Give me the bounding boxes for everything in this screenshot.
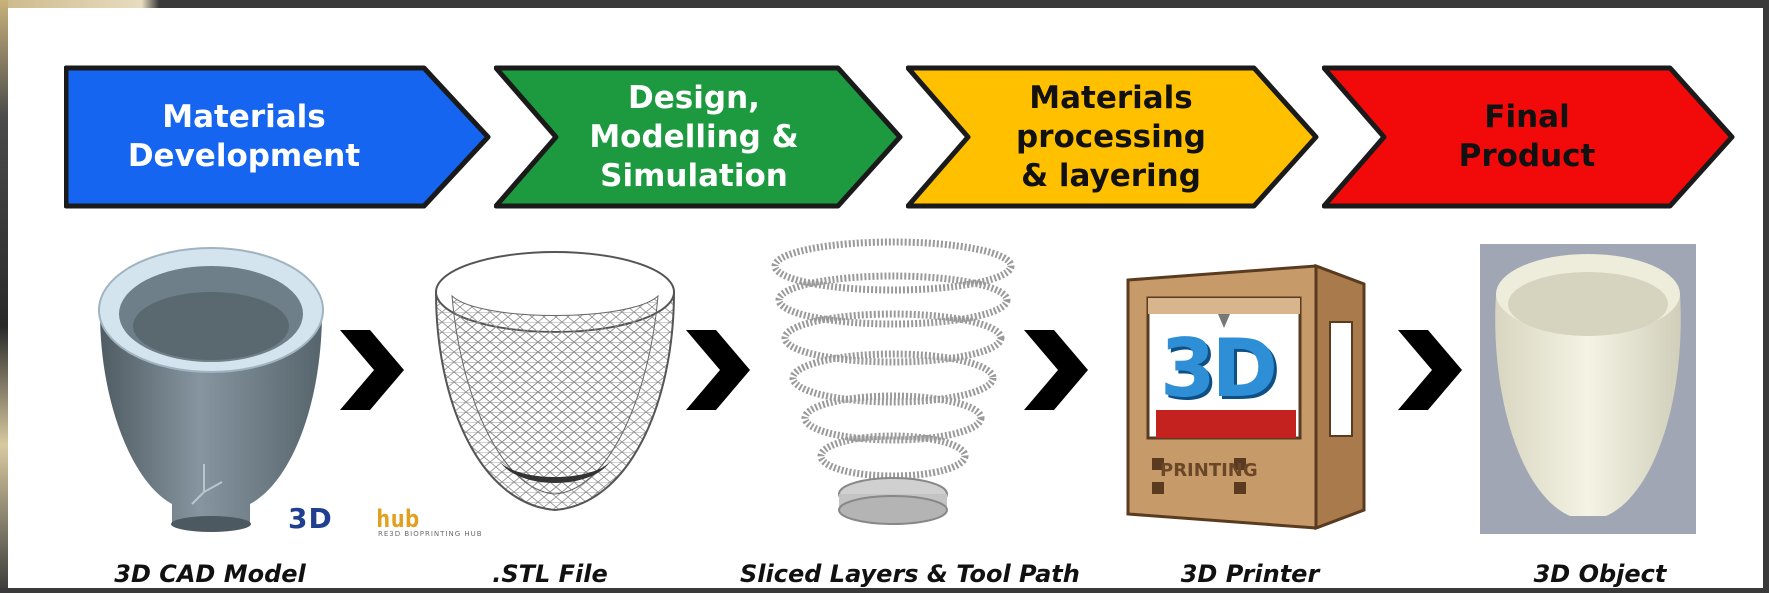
step-chevron-icon-3 (1024, 330, 1088, 410)
stage-label: Materials processing & layering (1016, 79, 1206, 194)
stage-banner-final-product: Final Product (1322, 64, 1736, 210)
watermark-logo-word: hub (376, 505, 420, 533)
stage-label: Design, Modelling & Simulation (589, 79, 799, 194)
stl-wireframe-illustration (434, 251, 676, 512)
printer-illustration: 3D PRINTING (1126, 262, 1366, 530)
stage-arrow-fill (906, 65, 1319, 209)
step-chevron-icon-4 (1398, 330, 1462, 410)
background-frame-left (0, 0, 8, 593)
printer-badge: 3D (1160, 322, 1278, 415)
watermark-logo-mark: 3D (288, 502, 333, 535)
stage-arrow-fill (64, 65, 491, 209)
printer-body (1126, 263, 1366, 530)
watermark-tagline: RE3D BIOPRINTING HUB (378, 530, 483, 538)
stl-inner-dark (500, 462, 610, 483)
slice-ring-2 (775, 272, 1011, 328)
object-illustration (1480, 244, 1696, 534)
axis-triad-icon (191, 464, 223, 505)
slice-ring-5 (801, 392, 985, 444)
caption-3d-object: 3D Object (1533, 560, 1667, 588)
stage-banner-design-modelling-simulation: Design, Modelling & Simulation (494, 64, 904, 210)
step-chevron-icon-1 (340, 330, 404, 410)
caption-sliced-layers-tool-path: Sliced Layers & Tool Path (740, 560, 1080, 588)
caption-3d-printer: 3D Printer (1180, 560, 1320, 588)
stage-arrow-shape (906, 65, 1319, 209)
slice-ring-4 (789, 350, 997, 406)
background-frame-right (1763, 0, 1769, 593)
stage-arrow-shape (64, 65, 491, 209)
stage-arrow-fill (494, 65, 903, 209)
caption-3d-cad-model: 3D CAD Model (114, 560, 306, 588)
background-frame-top (0, 0, 1769, 8)
stage-arrow-shape (1322, 65, 1735, 209)
stage-banner-materials-processing-layering: Materials processing & layering (906, 64, 1320, 210)
stage-arrow-shape (494, 65, 903, 209)
slice-ring-6 (817, 432, 969, 480)
object-opening (1508, 272, 1668, 336)
slice-ring-3 (781, 310, 1005, 366)
stl-inner-surface (451, 294, 659, 495)
step-chevron-icon-2 (686, 330, 750, 410)
background-frame-bottom (0, 588, 1769, 593)
cad-foot (171, 516, 251, 532)
sliced-layers-illustration (771, 238, 1015, 525)
object-body (1495, 294, 1681, 516)
stage-label: Final Product (1458, 99, 1596, 174)
cad-model-illustration (98, 247, 324, 532)
printer-panel-text: PRINTING (1160, 460, 1258, 481)
stage-label: Materials Development (127, 99, 361, 174)
stage-banner-materials-development: Materials Development (64, 64, 492, 210)
slice-ring-1 (771, 238, 1015, 294)
stage-arrow-fill (1322, 65, 1735, 209)
caption-stl-file: .STL File (492, 560, 608, 588)
cad-inner-shadow (133, 292, 289, 360)
slice-base-bottom (838, 495, 948, 525)
